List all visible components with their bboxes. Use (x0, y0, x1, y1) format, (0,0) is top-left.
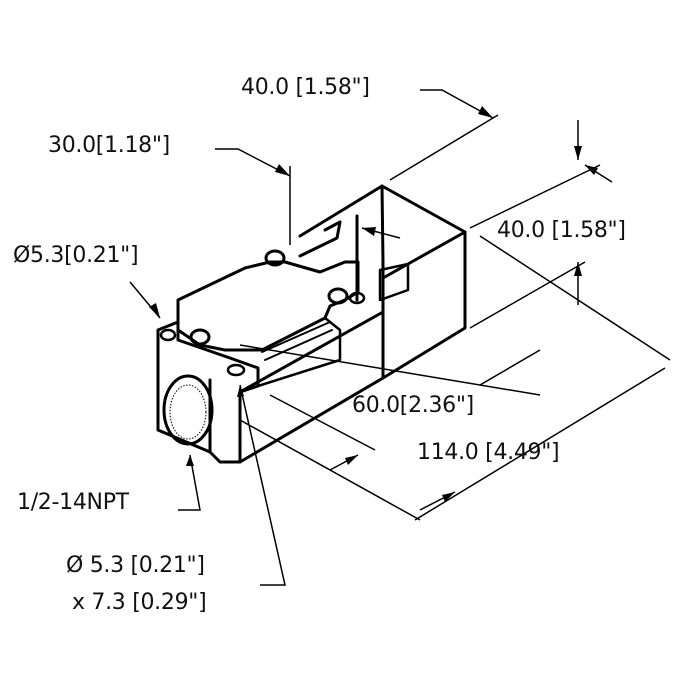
sensor-head-outline (380, 184, 467, 380)
dim-top-width: 40.0 [1.58"] (241, 75, 370, 100)
mount-hole-top (159, 328, 177, 342)
front-block (156, 320, 260, 464)
screw-2 (264, 249, 286, 267)
dim-conduit-thread: 1/2-14NPT (17, 490, 129, 515)
mount-hole-slot (226, 363, 246, 377)
dim-slot-hole-length: x 7.3 [0.29"] (72, 590, 207, 615)
screw-3 (327, 287, 349, 305)
dim-total-length: 114.0 [4.49"] (417, 440, 560, 465)
switch-housing (176, 260, 360, 352)
dim-slot-hole-diameter: Ø 5.3 [0.21"] (66, 553, 205, 578)
conduit-opening (162, 374, 214, 446)
dim-switch-offset: 30.0[1.18"] (48, 133, 170, 158)
screw-1 (189, 328, 211, 346)
dim-face-height: 40.0 [1.58"] (497, 218, 626, 243)
dim-head-length: 60.0[2.36"] (352, 393, 474, 418)
dim-mount-hole-top: Ø5.3[0.21"] (13, 243, 139, 268)
